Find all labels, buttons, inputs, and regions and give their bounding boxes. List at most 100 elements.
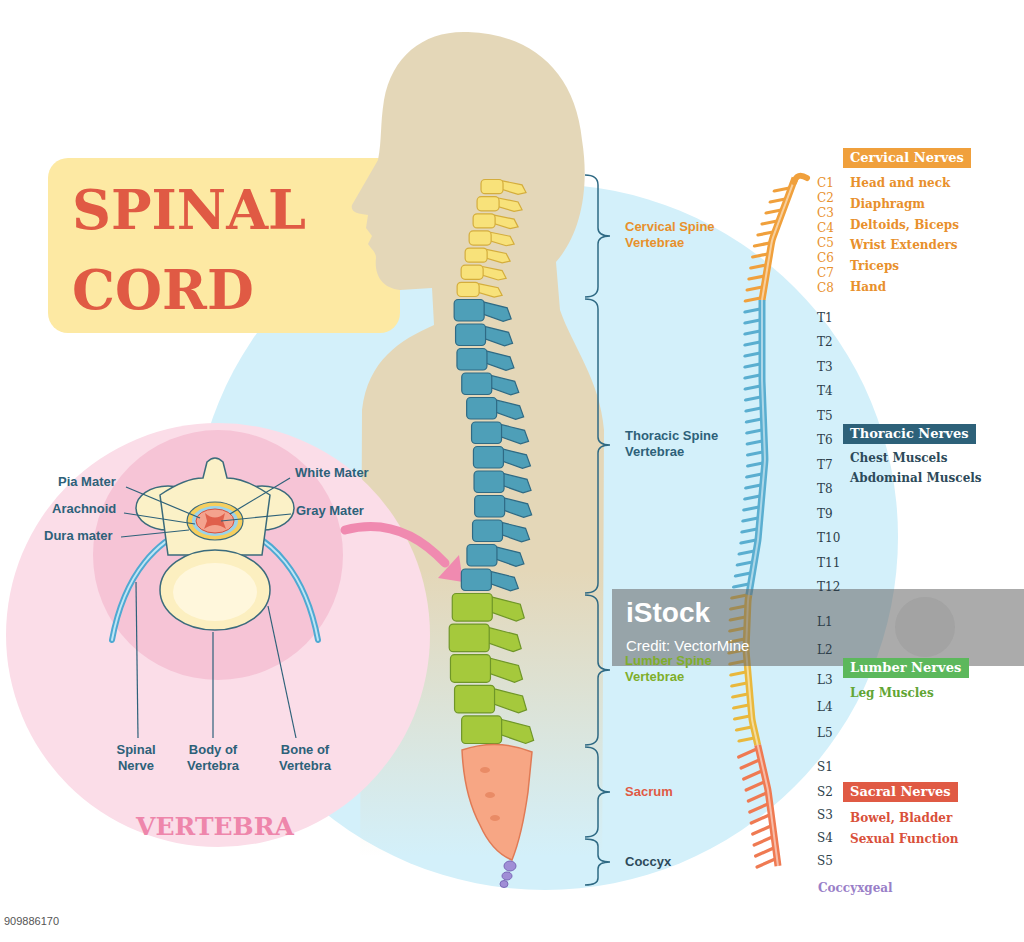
- spinous-process: [484, 326, 513, 346]
- heading-box: Sacral Nerves: [843, 782, 958, 802]
- spinous-process: [490, 597, 524, 621]
- spinal-cord: [729, 176, 807, 867]
- segment-label: C5: [817, 236, 834, 251]
- vertebra: [449, 624, 489, 652]
- leader-line: [136, 582, 138, 738]
- nerve-root: [745, 386, 760, 389]
- nerve-root: [747, 441, 762, 444]
- heading-text: Lumber Nerves: [850, 660, 962, 676]
- nerve-root: [737, 727, 752, 730]
- leader-line: [126, 487, 200, 518]
- spinous-process: [488, 658, 522, 682]
- region-label: Thoracic Spine Vertebrae: [625, 428, 743, 460]
- nerve-root: [746, 397, 761, 400]
- nerve-root: [748, 793, 766, 801]
- segment-label: T2: [817, 335, 833, 350]
- cord-segment: [762, 178, 795, 300]
- nerve-root: [745, 353, 760, 356]
- vertebra: [465, 248, 487, 262]
- leader-line: [230, 478, 290, 514]
- heading-box: Thoracic Nerves: [843, 424, 976, 444]
- title: SPINAL CORD: [72, 170, 342, 330]
- white-matter: [196, 509, 234, 533]
- segment-label: S3: [817, 808, 833, 823]
- segment-label: C6: [817, 251, 834, 266]
- vertebra: [461, 569, 491, 591]
- spinous-process: [501, 181, 526, 195]
- nerve-root: [747, 430, 762, 433]
- nerve-root: [739, 749, 757, 757]
- vertebra: [462, 716, 502, 744]
- bracket: [585, 839, 610, 885]
- nerve-root: [734, 705, 749, 708]
- leader-line: [121, 530, 189, 537]
- nerve-root: [739, 551, 754, 554]
- id-panel: [0, 910, 90, 932]
- bracket: [585, 747, 610, 837]
- spinous-process: [485, 351, 514, 371]
- vertebra: [454, 300, 484, 322]
- segment-label: C8: [817, 281, 834, 296]
- segment-label: T7: [817, 458, 833, 473]
- spinous-process: [495, 400, 524, 420]
- sacrum: [462, 744, 532, 860]
- segment-label: C2: [817, 191, 834, 206]
- watermark-mark: [895, 597, 955, 657]
- function-label: Leg Muscles: [850, 686, 934, 701]
- vertebra: [474, 471, 504, 493]
- leader-line: [268, 606, 296, 738]
- nerve-root: [747, 474, 762, 477]
- nerve-root: [748, 463, 763, 466]
- segment-label: T4: [817, 384, 833, 399]
- nerve-root: [731, 672, 746, 675]
- segment-label: T3: [817, 360, 833, 375]
- watermark: Credit: VectorMine: [626, 636, 749, 655]
- region-label: Sacrum: [625, 784, 673, 800]
- nerve-root: [745, 364, 760, 367]
- sacral-foramen: [480, 767, 490, 773]
- vertebra-section: [112, 458, 318, 640]
- pointer-arrow: [345, 526, 445, 563]
- region-label: Cervical Spine Vertebrae: [625, 219, 743, 251]
- spinous-process: [501, 449, 530, 469]
- vertebra: [473, 447, 503, 469]
- function-label: Chest Muscels: [850, 451, 947, 466]
- spinous-process: [489, 571, 518, 591]
- vertebra: [461, 265, 483, 279]
- part-label: Spinal Nerve: [105, 742, 167, 774]
- segment-label: L2: [817, 643, 833, 658]
- vertebra: [467, 398, 497, 420]
- nerve-root: [751, 815, 769, 823]
- nerve-root: [742, 529, 757, 532]
- coccyx-bone: [502, 872, 512, 880]
- function-label: Hand: [850, 280, 886, 295]
- leader-line: [212, 632, 213, 738]
- spine: [449, 180, 533, 888]
- part-label: Body of Vertebra: [175, 742, 251, 774]
- sacral-foramen: [485, 792, 495, 798]
- segment-label: T11: [817, 556, 840, 571]
- cord-top: [794, 176, 807, 182]
- nerve-root: [741, 540, 756, 543]
- nerve-root: [745, 496, 760, 499]
- image-id: 909886170: [4, 914, 59, 928]
- arachnoid: [192, 506, 238, 536]
- heading-text: Thoracic Nerves: [850, 426, 969, 442]
- spinous-process: [485, 249, 510, 263]
- heading-text: Sacral Nerves: [850, 784, 951, 800]
- vertebral-arch: [160, 458, 270, 555]
- nerve-root: [733, 694, 748, 697]
- segment-label: T5: [817, 409, 833, 424]
- segment-label: T9: [817, 507, 833, 522]
- spinous-process: [489, 232, 514, 246]
- spinous-process: [495, 547, 524, 567]
- vertebra: [475, 496, 505, 518]
- spinous-process: [482, 302, 511, 322]
- leader-line: [124, 513, 195, 524]
- vertebra: [450, 655, 490, 683]
- vertebra: [473, 520, 503, 542]
- function-label: Wrist Extenders: [850, 238, 958, 253]
- bracket: [585, 595, 610, 745]
- spinous-process: [477, 283, 502, 297]
- nerve-root: [748, 452, 763, 455]
